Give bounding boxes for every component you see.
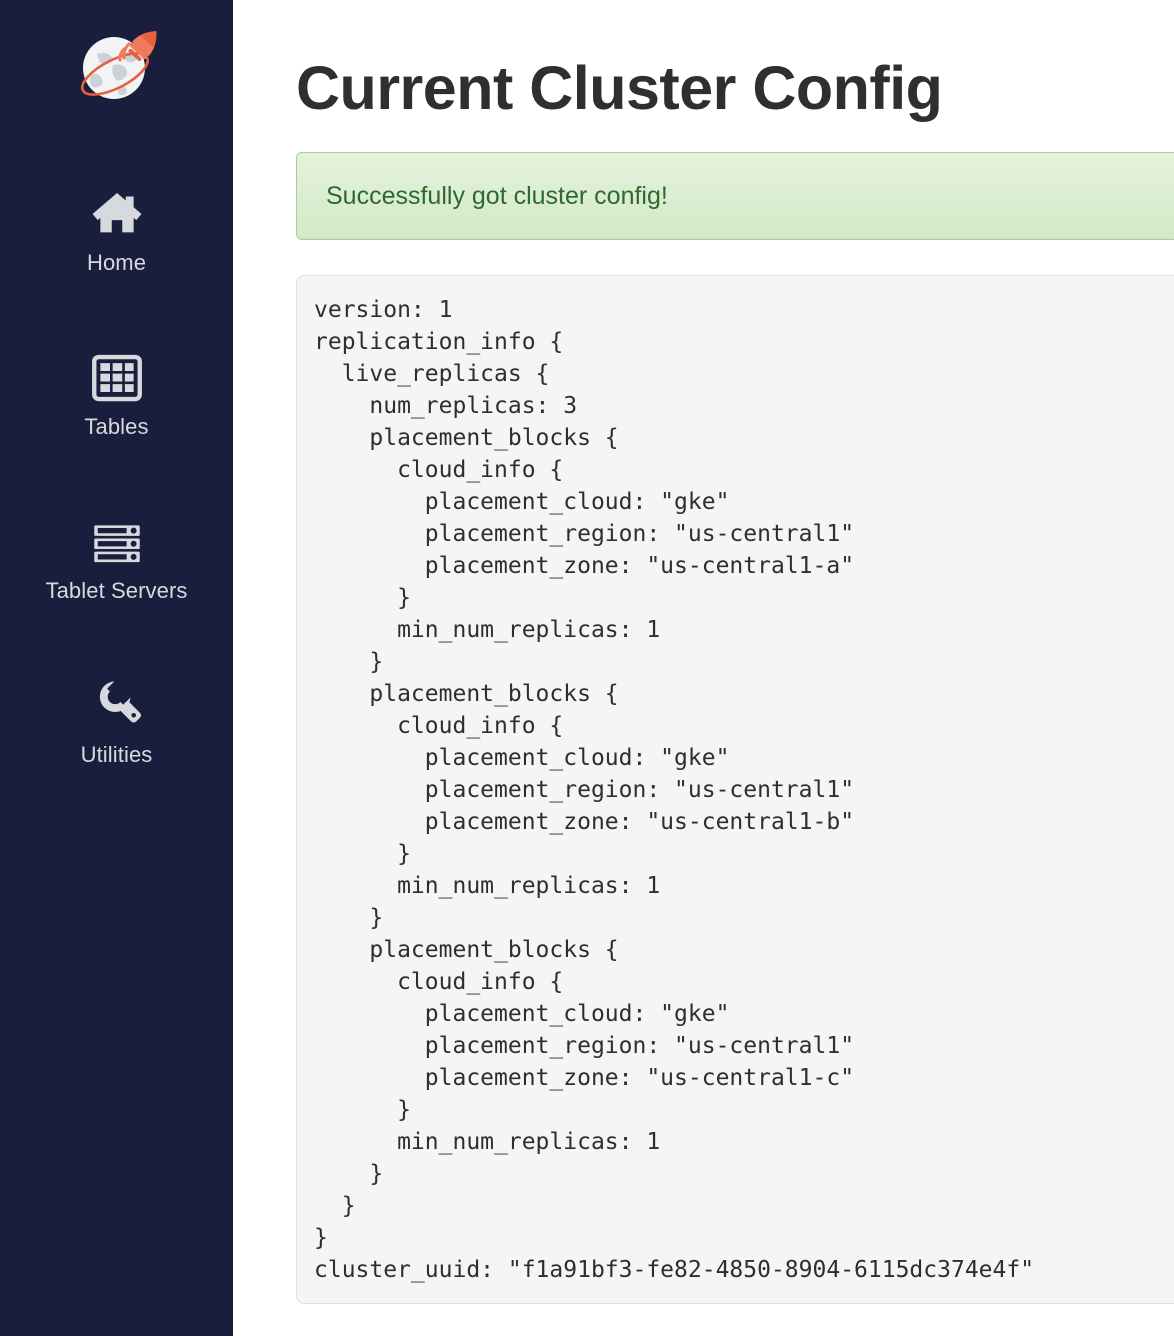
sidebar: Home Tables [0, 0, 233, 1336]
cluster-config-text: version: 1 replication_info { live_repli… [314, 297, 1035, 1283]
sidebar-item-tables[interactable]: Tables [0, 340, 233, 446]
status-banner-success: Successfully got cluster config! [296, 152, 1174, 240]
page-title: Current Cluster Config [296, 54, 943, 122]
sidebar-item-label: Home [86, 250, 147, 275]
wrench-icon [95, 678, 141, 723]
main-content: Current Cluster Config Successfully got … [233, 0, 1174, 1336]
server-stack-icon [93, 525, 140, 563]
status-banner-message: Successfully got cluster config! [326, 182, 668, 210]
sidebar-item-home[interactable]: Home [0, 176, 233, 282]
table-grid-icon [91, 354, 142, 402]
cluster-config-card: version: 1 replication_info { live_repli… [296, 275, 1174, 1304]
globe-rocket-logo [80, 31, 156, 99]
sidebar-item-utilities[interactable]: Utilities [0, 668, 233, 774]
sidebar-item-label: Utilities [80, 742, 153, 767]
sidebar-item-tablet-servers[interactable]: Tablet Servers [0, 504, 233, 610]
sidebar-item-label: Tablet Servers [45, 578, 188, 603]
brand-logo[interactable] [67, 18, 167, 118]
sidebar-item-label: Tables [84, 414, 149, 439]
home-icon [92, 193, 141, 233]
